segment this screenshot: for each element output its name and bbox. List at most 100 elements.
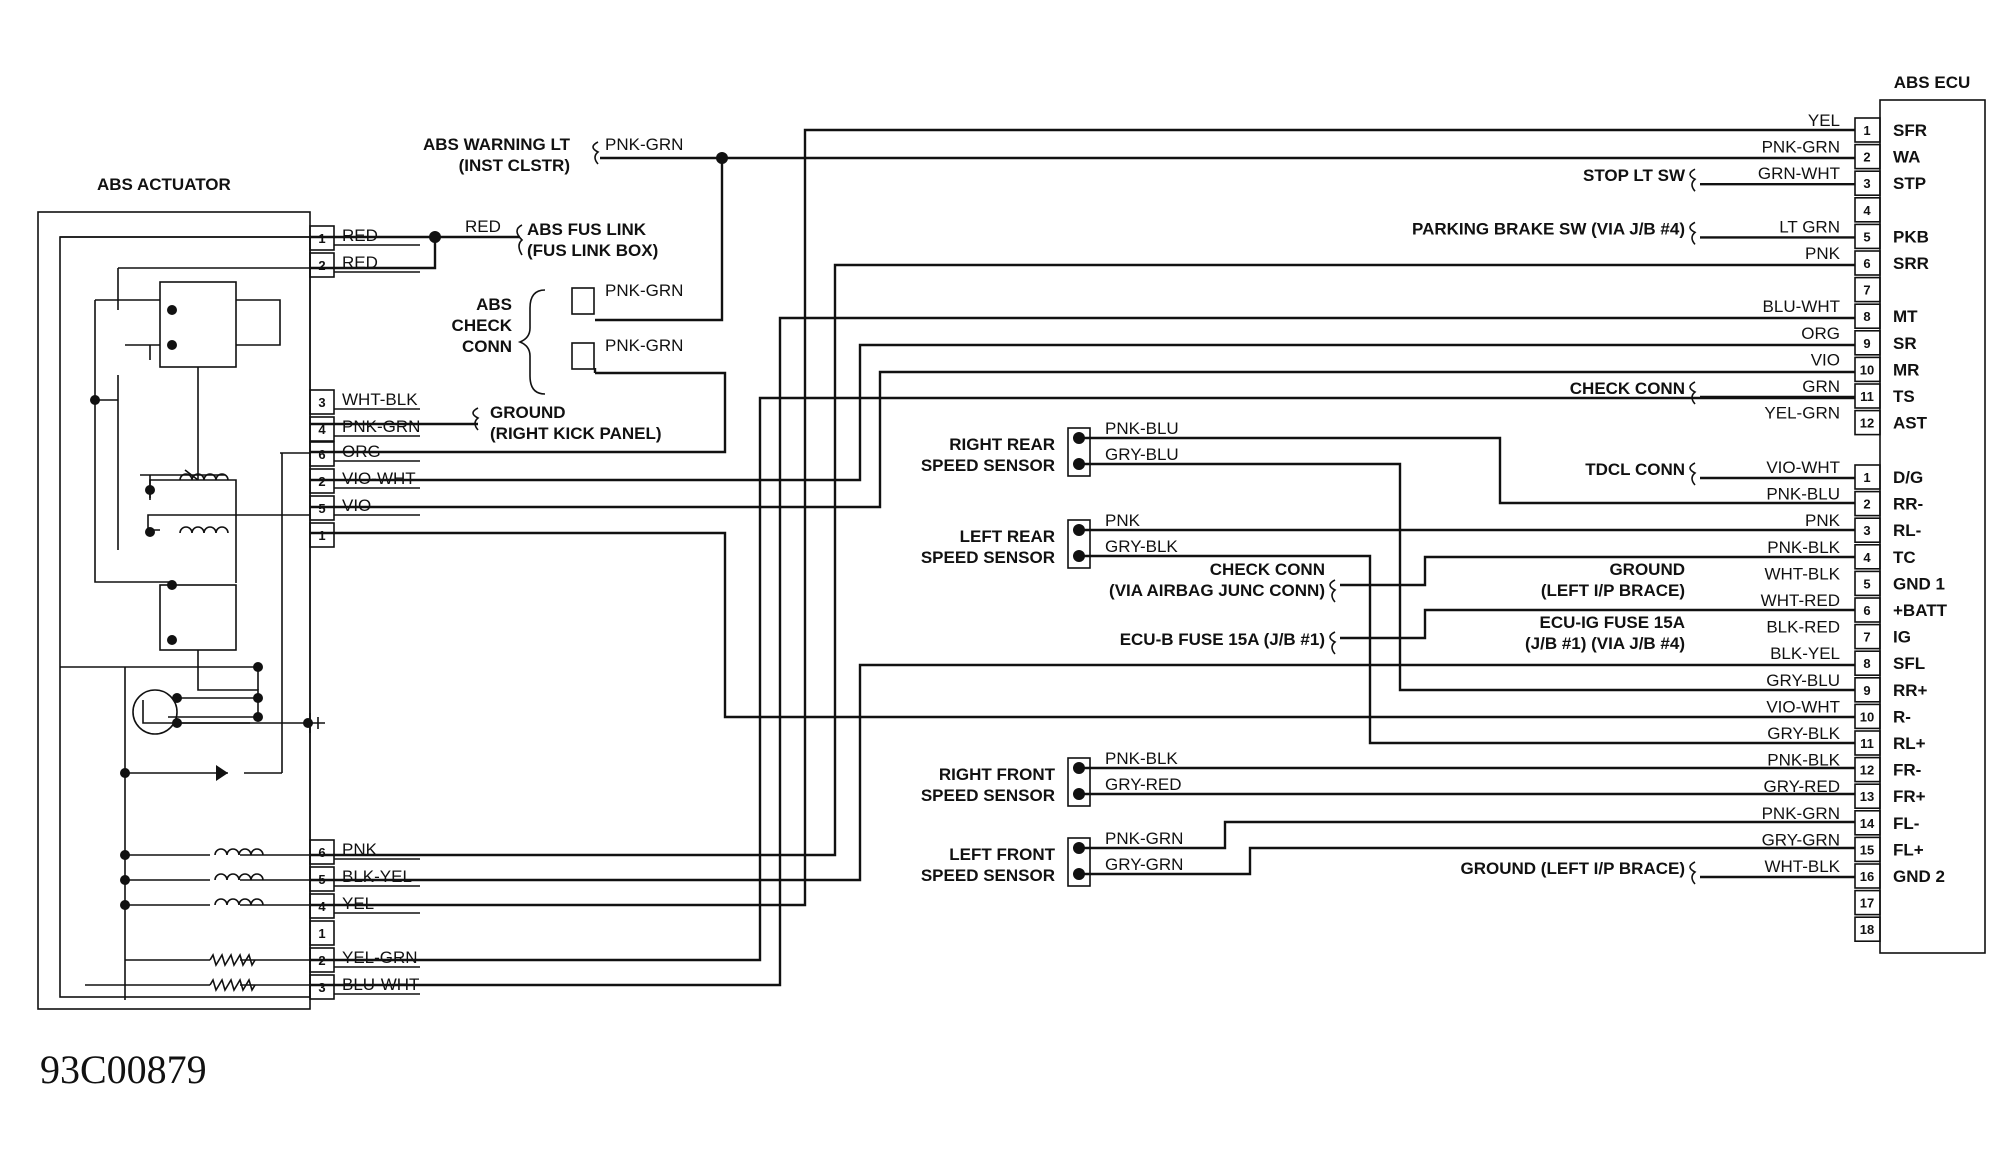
ecu-connector-a-pin-number: 2 (1863, 150, 1870, 165)
check-conn-airbag-sub: (VIA AIRBAG JUNC CONN) (1109, 581, 1325, 600)
actuator-bottom-wire-label: BLK-YEL (342, 867, 412, 886)
ecu-connector-b-wire-label: PNK-BLK (1767, 538, 1840, 557)
ecu-connector-b-pin-number: 6 (1863, 603, 1870, 618)
ecu-connector-b-pin-number: 10 (1860, 709, 1874, 724)
ecu-connector-a-pin-box (1854, 250, 1881, 276)
ecu-connector-b-pin-number: 2 (1863, 497, 1870, 512)
diode-symbol (216, 765, 228, 781)
fus-link-sub: (FUS LINK BOX) (527, 241, 658, 260)
actuator-bottom-pin-box (309, 974, 335, 1000)
ecu-connector-b-wire-label: WHT-RED (1761, 591, 1840, 610)
check-conn-airbag-label: CHECK CONN (1210, 560, 1325, 579)
check-conn-terminal-b (571, 342, 595, 370)
sensor-left-rear-harness-b (1080, 554, 1855, 745)
check-conn-label-1: ABS (476, 295, 512, 314)
actuator-mid-b-pin-number: 1 (318, 528, 325, 543)
ecu-connector-a-external-label: PARKING BRAKE SW (VIA J/B #4) (1412, 219, 1685, 238)
ecu-connector-b-break-symbol (1689, 861, 1697, 885)
ecu-connector-a-external-label: STOP LT SW (1583, 166, 1686, 185)
ecu-connector-b-pin-box (1854, 916, 1881, 943)
check-wire-b: PNK-GRN (605, 336, 683, 355)
sensor-right-rear-sub: SPEED SENSOR (921, 456, 1055, 475)
ecu-connector-a-pin-box (1854, 197, 1881, 223)
sensor-right-rear-terminal-a (1073, 432, 1085, 444)
ecu-connector-a-pin-number: 8 (1863, 309, 1870, 324)
ecu-connector-b-pin-box (1854, 703, 1881, 730)
sensor-right-front-wire-b: GRY-RED (1105, 775, 1182, 794)
ecu-connector-b-wire-label: PNK-BLU (1766, 485, 1840, 504)
ecu-connector-a-wire-label: GRN-WHT (1758, 164, 1840, 183)
sensor-left-rear-sub: SPEED SENSOR (921, 548, 1055, 567)
sensor-left-rear-terminal-a (1073, 524, 1085, 536)
sensor-right-rear-harness-a (1080, 436, 1855, 505)
ecu-connector-b-pin-box (1854, 570, 1881, 597)
ecu-connector-b-wire-label: WHT-BLK (1764, 564, 1840, 583)
resistor-symbol (209, 978, 256, 992)
ecu-connector-b-wire-label: WHT-BLK (1764, 857, 1840, 876)
actuator-title: ABS ACTUATOR (97, 175, 231, 194)
ecu-connector-a-pin-box (1854, 276, 1881, 303)
ecu-connector-b-terminal-name: IG (1893, 628, 1911, 647)
ecu-connector-b-terminal-name: RL+ (1893, 734, 1926, 753)
ecu-connector-b-pin-number: 16 (1860, 869, 1874, 884)
ecu-connector-b-pin-number: 5 (1863, 576, 1870, 591)
ecu-connector-b-terminal-name: FL+ (1893, 840, 1924, 859)
actuator-mid-b-wire-label: VIO (342, 496, 371, 515)
actuator-bottom-pin-box (309, 839, 335, 865)
ecu-connector-a-pin-number: 11 (1860, 389, 1874, 404)
ecu-connector-a-break-symbol (1689, 381, 1697, 405)
ecu-connector-a-wire-label: BLU-WHT (1763, 297, 1840, 316)
ecu-connector-a-pin-number: 10 (1860, 362, 1874, 377)
actuator-mid-b-pin-number: 2 (318, 474, 325, 489)
actuator-box (37, 211, 311, 1010)
ecu-connector-b-terminal-name: FR+ (1893, 787, 1926, 806)
ecu-connector-b-wire-label: VIO-WHT (1766, 458, 1840, 477)
ground-left-brace-sub: (LEFT I/P BRACE) (1541, 581, 1685, 600)
ecu-connector-b-terminal-name: GND 1 (1893, 574, 1945, 593)
ecu-connector-a-wire-label: GRN (1802, 377, 1840, 396)
top-junction-dots (429, 152, 728, 243)
coil-symbol-group (179, 473, 264, 992)
actuator-junction-group (90, 305, 313, 910)
ecu-connector-b-terminal-name: TC (1893, 548, 1916, 567)
ecu-connector-a-terminal-name: TS (1893, 387, 1915, 406)
ecu-connector-b-pin-number: 13 (1860, 789, 1874, 804)
actuator-mid-b-wire-label: VIO-WHT (342, 469, 416, 488)
sensor-right-front-wire-a: PNK-BLK (1105, 749, 1178, 768)
ecu-connector-a-wire-label: LT GRN (1779, 217, 1840, 236)
ecu-connector-b-terminal-name: RR+ (1893, 681, 1928, 700)
actuator-bottom-pin-box (309, 920, 335, 946)
ecu-connector-b-terminal-name: SFL (1893, 654, 1925, 673)
ecu-connector-b-pin-box (1854, 809, 1881, 836)
ecu-title: ABS ECU (1894, 73, 1971, 92)
ecu-connector-b-pin-number: 11 (1860, 736, 1874, 751)
ecu-connector-a-terminal-name: PKB (1893, 227, 1929, 246)
ecu-connector-a-pin-number: 12 (1860, 416, 1874, 431)
ecu-connector-b-pin-box (1854, 597, 1881, 623)
ecu-connector-b-pin-number: 14 (1860, 816, 1875, 831)
check-conn-terminal-a (571, 287, 595, 315)
check-conn-label-2: CHECK (452, 316, 513, 335)
ecu-connector-b-wire-label: VIO-WHT (1766, 697, 1840, 716)
ground-right-kick-label: GROUND (490, 403, 566, 422)
sensor-left-rear-wire-b: GRY-BLK (1105, 537, 1178, 556)
actuator-mid-a-pin-number: 3 (318, 395, 325, 410)
sensor-left-front-harness-b (1080, 846, 1855, 876)
ecu-connector-a-wire-label: PNK (1805, 244, 1841, 263)
ecu-connector-a-terminal-name: MR (1893, 360, 1919, 379)
ecu-b-fuse-label: ECU-B FUSE 15A (J/B #1) (1120, 630, 1325, 649)
actuator-top-pin-box (309, 252, 335, 278)
ecu-connector-b-terminal-name: GND 2 (1893, 867, 1945, 886)
ecu-connector-a-pin-number: 7 (1863, 283, 1870, 298)
ecu-connector-a-pin-number: 4 (1863, 203, 1871, 218)
ecu-connector-b-pin-number: 4 (1863, 550, 1871, 565)
ground-right-kick-sub: (RIGHT KICK PANEL) (490, 424, 662, 443)
ecu-connector-b-pin-box (1854, 650, 1881, 677)
warning-wire-label: PNK-GRN (605, 135, 683, 154)
ecu-connector-b-terminal-name: +BATT (1893, 601, 1948, 620)
coil-symbol (179, 526, 229, 534)
actuator-top-pin-number: 2 (318, 258, 325, 273)
ecu-connector-a-break-symbol (1689, 168, 1697, 192)
sensor-right-front-terminal-a (1073, 762, 1085, 774)
